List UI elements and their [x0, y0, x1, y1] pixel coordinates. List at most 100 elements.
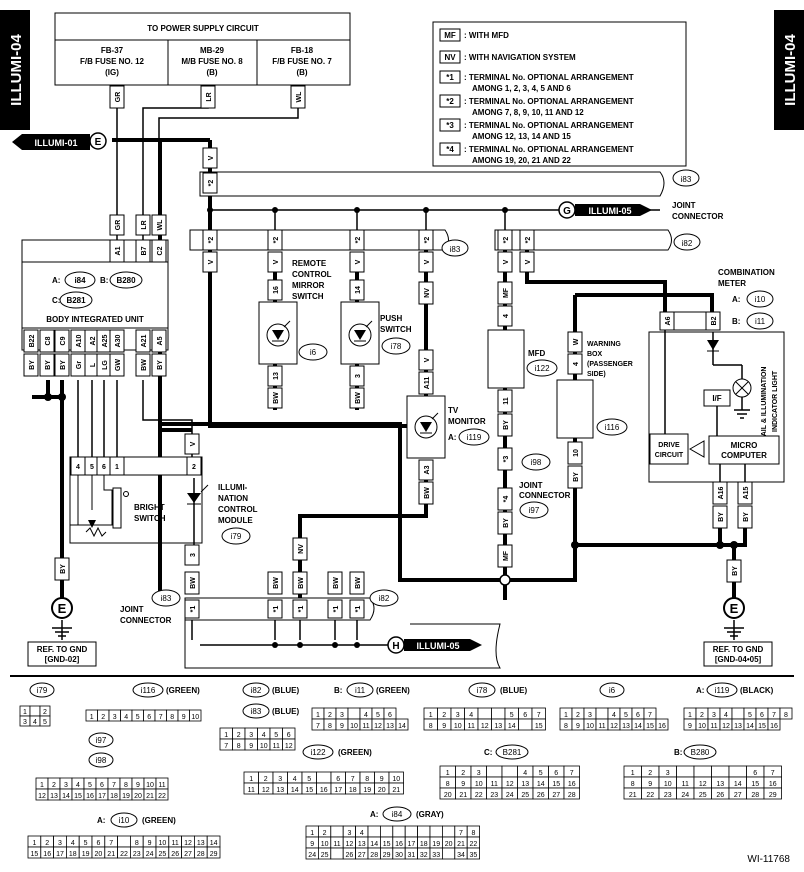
connector-pin-number: 8: [124, 782, 128, 789]
connector-pin-number: 10: [159, 840, 167, 847]
connector-pin-number: 16: [320, 787, 328, 794]
connector-pin-number: 18: [69, 851, 77, 858]
connector-pin-number: 14: [508, 723, 516, 730]
connector-pin-number: 3: [456, 712, 460, 719]
svg-text:REF. TO GND: REF. TO GND: [713, 645, 764, 654]
svg-text:JOINT: JOINT: [672, 201, 696, 210]
connector-pin-cell: [501, 765, 518, 778]
svg-text:i97: i97: [96, 736, 107, 745]
svg-text:*3: *3: [503, 456, 510, 463]
connector-pin-number: 27: [184, 851, 192, 858]
connector-pin-number: 3: [113, 714, 117, 721]
connector-pin-number: 6: [100, 782, 104, 789]
connector-pin-number: 27: [552, 792, 560, 799]
svg-text:MIRROR: MIRROR: [292, 281, 325, 290]
connector-pin-number: 6: [523, 712, 527, 719]
svg-text:JOINT: JOINT: [519, 481, 543, 490]
connector-pin-number: 1: [249, 776, 253, 783]
connector-pin-number: 26: [171, 851, 179, 858]
svg-text:TV: TV: [448, 406, 459, 415]
svg-text:*4: *4: [446, 145, 454, 154]
remote-control-mirror-switch: REMOTE CONTROL MIRROR SWITCH i6: [258, 259, 332, 365]
connector-pin-cell: [206, 846, 221, 859]
svg-text:A5: A5: [157, 336, 164, 345]
connector-pin-number: 8: [170, 714, 174, 721]
svg-text:*1: *1: [298, 606, 305, 613]
connector-pin-number: 18: [420, 841, 428, 848]
figure-id: WI-11768: [747, 854, 790, 865]
connector-pin-number: 17: [408, 841, 416, 848]
connector-pin-cell: [731, 707, 745, 720]
connector-pin-cell: [595, 707, 609, 720]
svg-text:V: V: [424, 357, 431, 362]
svg-text:C:: C:: [52, 296, 60, 305]
svg-text:BW: BW: [273, 577, 280, 589]
connector-pin-number: 15: [535, 723, 543, 730]
connector-pin-number: 11: [248, 787, 255, 794]
svg-text:NV: NV: [298, 544, 305, 554]
connector-pin-cell: [655, 718, 669, 731]
connector-pin-number: 5: [307, 776, 311, 783]
power-title: TO POWER SUPPLY CIRCUIT: [147, 24, 259, 33]
connector-pin-number: 17: [334, 787, 342, 794]
connector-pin-number: 26: [346, 852, 354, 859]
connector-pin-number: 8: [564, 723, 568, 730]
connector-pin-number: 28: [370, 852, 378, 859]
svg-text:*2: *2: [525, 237, 532, 244]
svg-text:GW: GW: [115, 359, 122, 371]
connector-pin-cell: [676, 765, 695, 778]
svg-text:i78: i78: [477, 686, 488, 695]
connector-pin-number: 16: [86, 793, 94, 800]
connector-pin-number: 14: [746, 723, 754, 730]
svg-text:V: V: [355, 259, 362, 264]
svg-text:LG: LG: [102, 360, 109, 370]
connector-pin-number: 11: [682, 781, 689, 788]
svg-text:BY: BY: [60, 564, 67, 574]
svg-text:14: 14: [355, 286, 362, 294]
svg-text:MICRO: MICRO: [731, 441, 758, 450]
connector-pin-number: 24: [308, 852, 316, 859]
wire-labels: GR LR WL V *2 GR LR WL *2 *2 *2 *2 *2 *2…: [54, 85, 753, 595]
svg-text:I/F: I/F: [712, 394, 721, 403]
connector-pin-number: 14: [734, 781, 742, 788]
svg-text:(BLUE): (BLUE): [272, 707, 299, 716]
connector-pin-number: 2: [576, 712, 580, 719]
connector-pin-number: 2: [461, 770, 465, 777]
svg-text:W: W: [573, 338, 580, 345]
ref-illumi-05-h: H ILLUMI-05: [387, 636, 482, 654]
svg-text:TAIL & ILLUMINATION: TAIL & ILLUMINATION: [761, 367, 768, 441]
connector-pin-cell: [404, 825, 419, 838]
connector-pin-cell: [486, 765, 503, 778]
body-integrated-unit: A1 B7 C2 A: i84 B: B280 C: B281 BODY INT…: [21, 239, 169, 377]
svg-text:(GRAY): (GRAY): [416, 810, 444, 819]
connector-pin-number: 1: [32, 840, 36, 847]
svg-text:*3: *3: [446, 121, 454, 130]
svg-text:Gr: Gr: [76, 361, 83, 369]
push-switch: PUSH SWITCH i78: [340, 301, 412, 365]
svg-text:SWITCH: SWITCH: [380, 325, 412, 334]
connector-pin-number: 16: [43, 851, 51, 858]
connector-pin-number: 7: [159, 714, 163, 721]
combination-meter: COMBINATION METER A: B: i10 i11 A6 B2 TA…: [648, 268, 785, 483]
connector-pin-number: 22: [120, 851, 128, 858]
connector-pin-number: 13: [716, 781, 724, 788]
connector-pin-number: 25: [521, 792, 529, 799]
svg-text:ILLUMI-05: ILLUMI-05: [416, 641, 459, 651]
connector-pin-number: 9: [380, 776, 384, 783]
svg-text:REF. TO GND: REF. TO GND: [37, 645, 88, 654]
connector-pin-number: 11: [362, 723, 369, 730]
connector-pin-number: 16: [568, 781, 576, 788]
connector-pin-number: 6: [636, 712, 640, 719]
svg-text:i10: i10: [119, 816, 130, 825]
connector-pin-number: 20: [134, 793, 142, 800]
connector-pin-number: 8: [429, 723, 433, 730]
connector-pin-number: 8: [446, 781, 450, 788]
connector-pin-number: 12: [38, 793, 46, 800]
connector-pin-number: 12: [346, 841, 354, 848]
svg-text:MF: MF: [444, 31, 456, 40]
connector-pin-cell: [330, 847, 344, 860]
tv-monitor: TV MONITOR A: i119: [406, 395, 490, 459]
connector-pin-number: 6: [147, 714, 151, 721]
connector-pin-number: 27: [734, 792, 742, 799]
